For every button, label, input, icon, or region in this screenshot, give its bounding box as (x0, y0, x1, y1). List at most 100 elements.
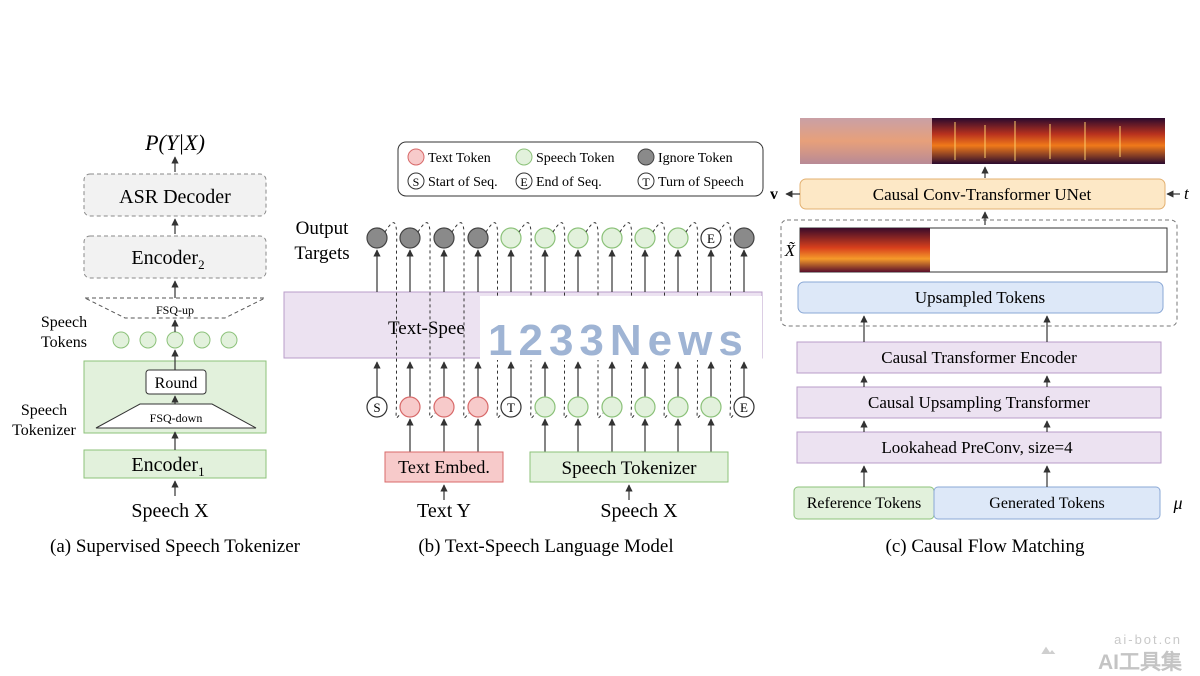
input-token-symbol: T (507, 400, 515, 415)
xtilde-label: X̃ (784, 241, 796, 260)
speech-token-dots (112, 331, 238, 349)
legend-turn-icon (637, 172, 655, 190)
output-token (567, 227, 589, 249)
speech-tokens-label: Speech (41, 314, 87, 331)
output-token (399, 227, 421, 249)
panel-c-caption: (c) Causal Flow Matching (886, 536, 1085, 557)
legend-speech-token-icon (515, 148, 533, 166)
generated-label: Generated Tokens (989, 495, 1104, 512)
legend-start-symbol: S (413, 175, 420, 189)
legend-ignore-token: Ignore Token (658, 151, 733, 166)
input-speech-label: Speech X (600, 500, 678, 522)
output-token-symbol: E (707, 231, 715, 246)
round-box (145, 369, 207, 395)
text-embed-box (384, 451, 504, 483)
legend-end: End of Seq. (536, 175, 602, 190)
legend-text-token: Text Token (428, 151, 491, 166)
input-token (433, 396, 455, 418)
tokenizer-label-1: Speech (21, 402, 67, 419)
input-token-symbol: S (373, 400, 380, 415)
input-token (534, 396, 556, 418)
output-targets-label-1: Output (296, 218, 350, 239)
panel-c: Causal Conv-Transformer UNet v t X̃ Upsa… (770, 118, 1190, 557)
fsq-down-trapezoid (95, 403, 257, 429)
lm-label: Text-Spee (388, 318, 465, 339)
output-token (500, 227, 522, 249)
output-spectrogram (800, 118, 1165, 164)
output-token (534, 227, 556, 249)
tokenizer-label-2: Tokenizer (12, 422, 76, 439)
output-targets-label-2: Targets (294, 243, 349, 264)
output-token (467, 227, 489, 249)
lookahead-box (796, 431, 1162, 464)
logo-icon (1041, 646, 1056, 654)
legend-start: Start of Seq. (428, 175, 498, 190)
lookahead-label: Lookahead PreConv, size=4 (881, 438, 1073, 457)
encoder1-box (83, 449, 267, 479)
legend-start-icon (407, 172, 425, 190)
encoder2-box (83, 235, 267, 279)
legend-end-icon (515, 172, 533, 190)
panel-a-caption: (a) Supervised Speech Tokenizer (50, 536, 301, 557)
input-token (399, 396, 421, 418)
input-token (601, 396, 623, 418)
legend-speech-token: Speech Token (536, 151, 614, 166)
speech-tokenizer-b-box (529, 451, 729, 483)
speech-tokens-label-2: Tokens (41, 334, 87, 351)
upsampled-label: Upsampled Tokens (915, 288, 1045, 307)
input-token-symbol: E (740, 400, 748, 415)
speech-tokenizer-b-label: Speech Tokenizer (562, 458, 698, 479)
fsq-down-label: FSQ-down (150, 411, 203, 425)
output-token (700, 227, 722, 249)
prob-label: P(Y|X) (144, 130, 205, 155)
input-token (467, 396, 489, 418)
legend-turn: Turn of Speech (658, 175, 744, 190)
xtilde-spectrogram (800, 228, 930, 272)
watermark-band (480, 296, 762, 360)
logo-url: ai-bot.cn (1114, 632, 1182, 647)
fsq-up-trapezoid (84, 297, 266, 319)
panel-a-input: Speech X (131, 500, 209, 522)
unet-label: Causal Conv-Transformer UNet (873, 185, 1092, 204)
condition-dashed-box (780, 219, 1178, 327)
encoder-c-box (796, 341, 1162, 374)
encoder1-label: Encoder1 (131, 454, 204, 479)
output-token (733, 227, 755, 249)
input-token (366, 396, 388, 418)
autoregressive-link (451, 222, 470, 419)
fsq-up-label: FSQ-up (156, 303, 194, 317)
input-token (667, 396, 689, 418)
logo-name: AI工具集 (1098, 651, 1182, 674)
asr-decoder-box (83, 173, 267, 217)
input-text-label: Text Y (417, 500, 471, 522)
output-token (366, 227, 388, 249)
output-token (433, 227, 455, 249)
watermark-text: 1233News (488, 316, 749, 365)
upsampling-label: Causal Upsampling Transformer (868, 393, 1090, 412)
input-token (733, 396, 755, 418)
upsampled-box (797, 281, 1164, 314)
text-embed-label: Text Embed. (398, 457, 490, 477)
legend-box (397, 141, 764, 197)
upsampling-box (796, 386, 1162, 419)
input-token (700, 396, 722, 418)
reference-label: Reference Tokens (807, 495, 922, 512)
input-token (567, 396, 589, 418)
panel-b-caption: (b) Text-Speech Language Model (418, 536, 673, 557)
legend-turn-symbol: T (642, 175, 650, 189)
legend-ignore-token-icon (637, 148, 655, 166)
autoregressive-link (384, 222, 402, 419)
output-token (601, 227, 623, 249)
autoregressive-link (417, 222, 436, 419)
v-label: v (770, 186, 778, 203)
legend-text-token-icon (407, 148, 425, 166)
output-token (667, 227, 689, 249)
input-token (500, 396, 522, 418)
encoder2-label: Encoder2 (131, 247, 204, 272)
panel-a: P(Y|X) ASR Decoder Encoder2 FSQ-up Speec… (12, 130, 301, 557)
round-label: Round (155, 375, 198, 392)
output-token (634, 227, 656, 249)
t-label: t (1184, 184, 1190, 203)
legend-end-symbol: E (520, 175, 527, 189)
encoder-c-label: Causal Transformer Encoder (881, 348, 1077, 367)
